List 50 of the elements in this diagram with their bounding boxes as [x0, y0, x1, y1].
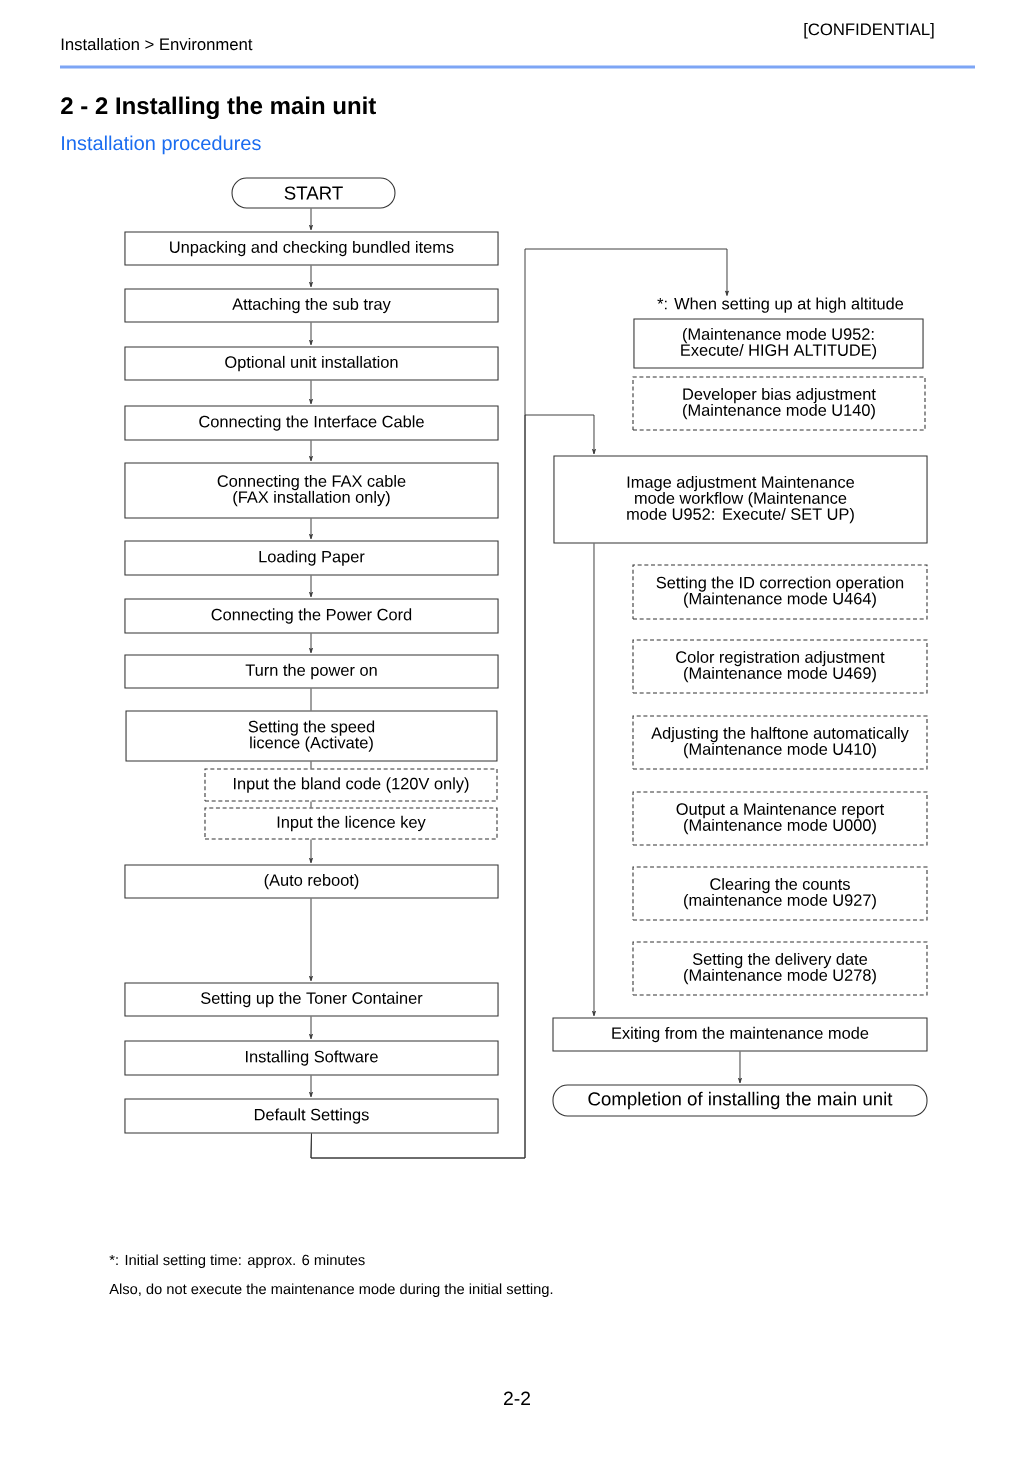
arrow	[309, 898, 313, 982]
process-box: Optional unit installation	[124, 346, 499, 381]
optional-step-box: Setting the ID correction operation (Maintenance mode U464)	[632, 564, 928, 620]
arrow	[309, 839, 313, 864]
arrow	[738, 1051, 742, 1084]
optional-step-box: Clearing the counts (maintenance mode U927)	[632, 866, 928, 921]
process-box: Connecting the FAX cable (FAX installation only)	[124, 462, 499, 519]
arrow	[309, 1016, 313, 1040]
title: 2 - 2 Installing the main unit	[61, 96, 376, 120]
process-box: Setting up the Toner Container	[124, 982, 499, 1017]
process-box: Default Settings	[124, 1098, 499, 1134]
arrow	[309, 380, 313, 405]
process-box: Exiting from the maintenance mode	[552, 1017, 928, 1052]
optional-step-box: Input the licence key	[204, 807, 498, 840]
footnote: *: Initial setting time: approx. 6 minutes	[109, 1254, 365, 1269]
header-text: [CONFIDENTIAL]	[804, 22, 934, 39]
process-box: Unpacking and checking bundled items	[124, 231, 499, 266]
arrow	[309, 575, 313, 598]
process-box: (Maintenance mode U952: Execute/ HIGH ALTITUDE)	[633, 318, 924, 369]
process-box: (Auto reboot)	[124, 864, 499, 899]
subheading: Installation procedures	[62, 135, 261, 155]
process-box: Setting the speed licence (Activate)	[125, 710, 498, 762]
process-box: Connecting the Interface Cable	[124, 405, 499, 441]
terminal-box: Completion of installing the main unit	[552, 1084, 928, 1117]
process-box: Loading Paper	[124, 540, 499, 576]
arrow	[309, 208, 313, 231]
arrow	[309, 440, 313, 462]
optional-step-box: Output a Maintenance report (Maintenance mode U000)	[632, 791, 928, 846]
page-number: 2-2	[504, 1391, 530, 1405]
optional-step-box: Adjusting the halftone automatically (Maintenance mode U410)	[632, 715, 928, 770]
process-box: Image adjustment Maintenance mode workflow (Maintenance mode U952: Execute/ SET UP)	[553, 455, 928, 544]
arrow	[309, 265, 313, 288]
arrow	[309, 322, 313, 346]
process-box: Attaching the sub tray	[124, 288, 499, 323]
arrow	[309, 518, 313, 540]
arrow	[309, 1075, 313, 1098]
process-box: Turn the power on	[124, 654, 499, 689]
footnote: Also, do not execute the maintenance mode during the initial setting.	[109, 1283, 553, 1298]
note-text: *: When setting up at high altitude	[657, 297, 904, 313]
arrow	[309, 633, 313, 654]
optional-step-box: Developer bias adjustment (Maintenance mode U140)	[632, 376, 926, 431]
arrow	[592, 543, 596, 1017]
header-text: Installation > Environment	[61, 37, 253, 51]
optional-step-box: Input the bland code (120V only)	[204, 768, 498, 802]
arrow	[310, 414, 596, 1159]
optional-step-box: Setting the delivery date (Maintenance mode U278)	[632, 941, 928, 996]
optional-step-box: Color registration adjustment (Maintenance mode U469)	[632, 639, 928, 694]
process-box: Connecting the Power Cord	[124, 598, 499, 634]
terminal-box: START	[231, 177, 396, 209]
process-box: Installing Software	[124, 1040, 499, 1076]
